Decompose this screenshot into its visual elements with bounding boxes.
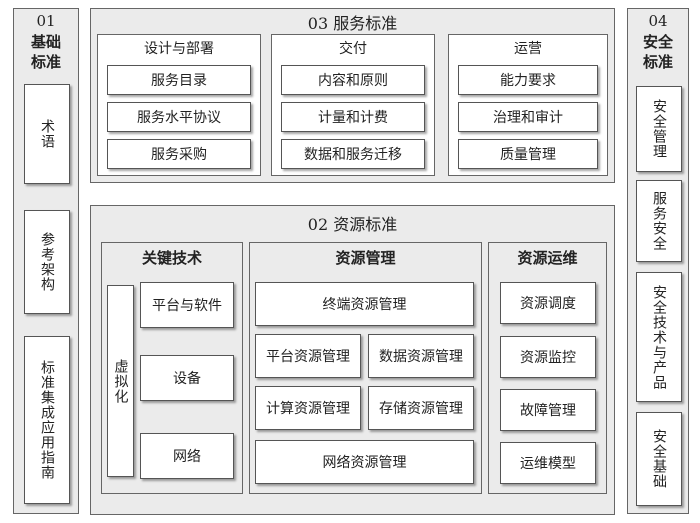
- security-standards-title: 安全 标准: [627, 32, 689, 72]
- resource-mgmt-terminal: 终端资源管理: [255, 282, 474, 326]
- security-standards-title-text: 安全 标准: [642, 33, 673, 71]
- service-operations-item-3: 质量管理: [458, 139, 598, 169]
- service-group-operations-title: 运营: [514, 41, 542, 57]
- virtualization-box: 虚拟化: [107, 285, 134, 477]
- service-delivery-item-2: 计量和计费: [281, 102, 425, 132]
- basic-item-terminology: 术语: [24, 84, 70, 184]
- service-operations-item-1: 能力要求: [458, 65, 598, 95]
- resource-ops-model: 运维模型: [500, 442, 596, 484]
- resource-mgmt-platform: 平台资源管理: [255, 334, 361, 378]
- basic-standards-number: 01: [36, 12, 56, 30]
- resource-ops-fault-mgmt: 故障管理: [500, 389, 596, 431]
- key-tech-device: 设备: [140, 355, 234, 401]
- service-operations-item-2: 治理和审计: [458, 102, 598, 132]
- service-delivery-item-1: 内容和原则: [281, 65, 425, 95]
- security-item-tech-products: 安全技术与产品: [636, 272, 682, 402]
- basic-standards-title-text: 基础 标准: [30, 33, 61, 71]
- security-standards-number: 04: [648, 12, 668, 30]
- basic-item-integration-guide: 标准集成应用指南: [24, 336, 70, 504]
- service-design-item-1: 服务目录: [107, 65, 251, 95]
- resource-mgmt-compute: 计算资源管理: [255, 386, 361, 430]
- resource-ops-title: 资源运维: [517, 249, 578, 267]
- service-group-design-title: 设计与部署: [144, 41, 214, 57]
- basic-item-reference-architecture: 参考架构: [24, 210, 70, 314]
- resource-mgmt-network: 网络资源管理: [255, 440, 474, 484]
- service-group-delivery-title: 交付: [339, 41, 367, 57]
- service-design-item-2: 服务水平协议: [107, 102, 251, 132]
- resource-mgmt-storage: 存储资源管理: [368, 386, 474, 430]
- resource-standards-title: 02 资源标准: [307, 215, 398, 234]
- security-item-basics: 安全基础: [636, 412, 682, 506]
- resource-ops-scheduling: 资源调度: [500, 282, 596, 324]
- service-standards-title: 03 服务标准: [307, 14, 398, 33]
- service-delivery-item-3: 数据和服务迁移: [281, 139, 425, 169]
- key-tech-platform-software: 平台与软件: [140, 282, 234, 328]
- resource-mgmt-data: 数据资源管理: [368, 334, 474, 378]
- key-tech-network: 网络: [140, 433, 234, 479]
- service-design-item-3: 服务采购: [107, 139, 251, 169]
- basic-standards-title: 基础 标准: [13, 32, 79, 72]
- resource-ops-monitoring: 资源监控: [500, 336, 596, 378]
- resource-management-title: 资源管理: [335, 249, 396, 267]
- security-item-management: 安全管理: [636, 86, 682, 172]
- key-technology-title: 关键技术: [141, 249, 202, 267]
- security-item-service-security: 服务安全: [636, 180, 682, 262]
